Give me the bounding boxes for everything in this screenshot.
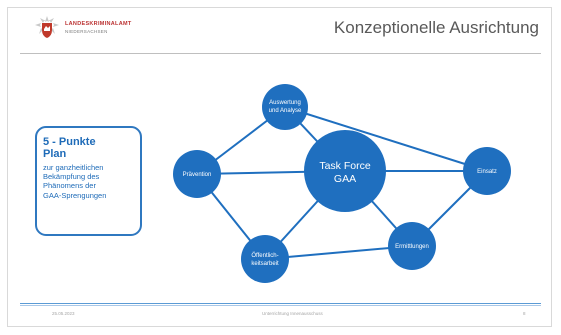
auswertung-label-line1: Auswertung <box>269 100 301 106</box>
edge-auswertung-einsatz <box>284 106 488 172</box>
lka-logo: LANDESKRIMINALAMT NIEDERSACHSEN <box>34 15 204 47</box>
node-ermittlungen <box>388 222 436 270</box>
footer-divider <box>20 303 541 304</box>
oeffentlichkeit-label-line1: Öffentlich- <box>251 252 278 259</box>
logo-line1: LANDESKRIMINALAMT <box>65 21 132 27</box>
plan-text-line: Phänomens der <box>43 181 96 191</box>
page-number: 8 <box>523 311 526 316</box>
node-oeffentlichkeit <box>241 235 289 283</box>
coat-of-arms-icon <box>35 16 59 38</box>
einsatz-label: Einsatz <box>477 169 497 175</box>
task-force-label-line2: GAA <box>334 173 356 185</box>
praevention-label: Prävention <box>183 172 212 178</box>
slide-title: Konzeptionelle Ausrichtung <box>333 18 539 37</box>
title-divider <box>20 53 541 54</box>
plan-text-line: GAA-Sprengungen <box>43 190 107 200</box>
node-task-force <box>304 130 386 212</box>
footer-event: Unterrichtung Innenausschuss <box>262 311 323 316</box>
plan-heading-line2: Plan <box>43 148 67 160</box>
logo-line2: NIEDERSACHSEN <box>65 29 108 34</box>
oeffentlichkeit-label-line2: keitsarbeit <box>251 261 279 267</box>
auswertung-label-line2: und Analyse <box>269 108 302 114</box>
footer-date: 25.05.2023 <box>52 311 75 316</box>
plan-description: zur ganzheitlichen Bekämpfung des Phänom… <box>43 163 135 200</box>
edge-oeffentlichkeit-ermittlungen <box>264 245 413 260</box>
plan-heading-line1: 5 - Punkte <box>43 136 96 148</box>
plan-text-line: Bekämpfung des <box>43 172 100 182</box>
node-einsatz <box>463 147 511 195</box>
node-auswertung <box>262 84 308 130</box>
nodes <box>173 84 511 283</box>
five-point-plan-box: 5 - Punkte Plan zur ganzheitlichen Bekäm… <box>35 126 142 236</box>
node-praevention <box>173 150 221 198</box>
footer-divider-secondary <box>20 305 541 306</box>
ermittlungen-label: Ermittlungen <box>395 244 429 250</box>
task-force-label-line1: Task Force <box>319 160 371 172</box>
plan-text-line: zur ganzheitlichen <box>43 163 104 172</box>
